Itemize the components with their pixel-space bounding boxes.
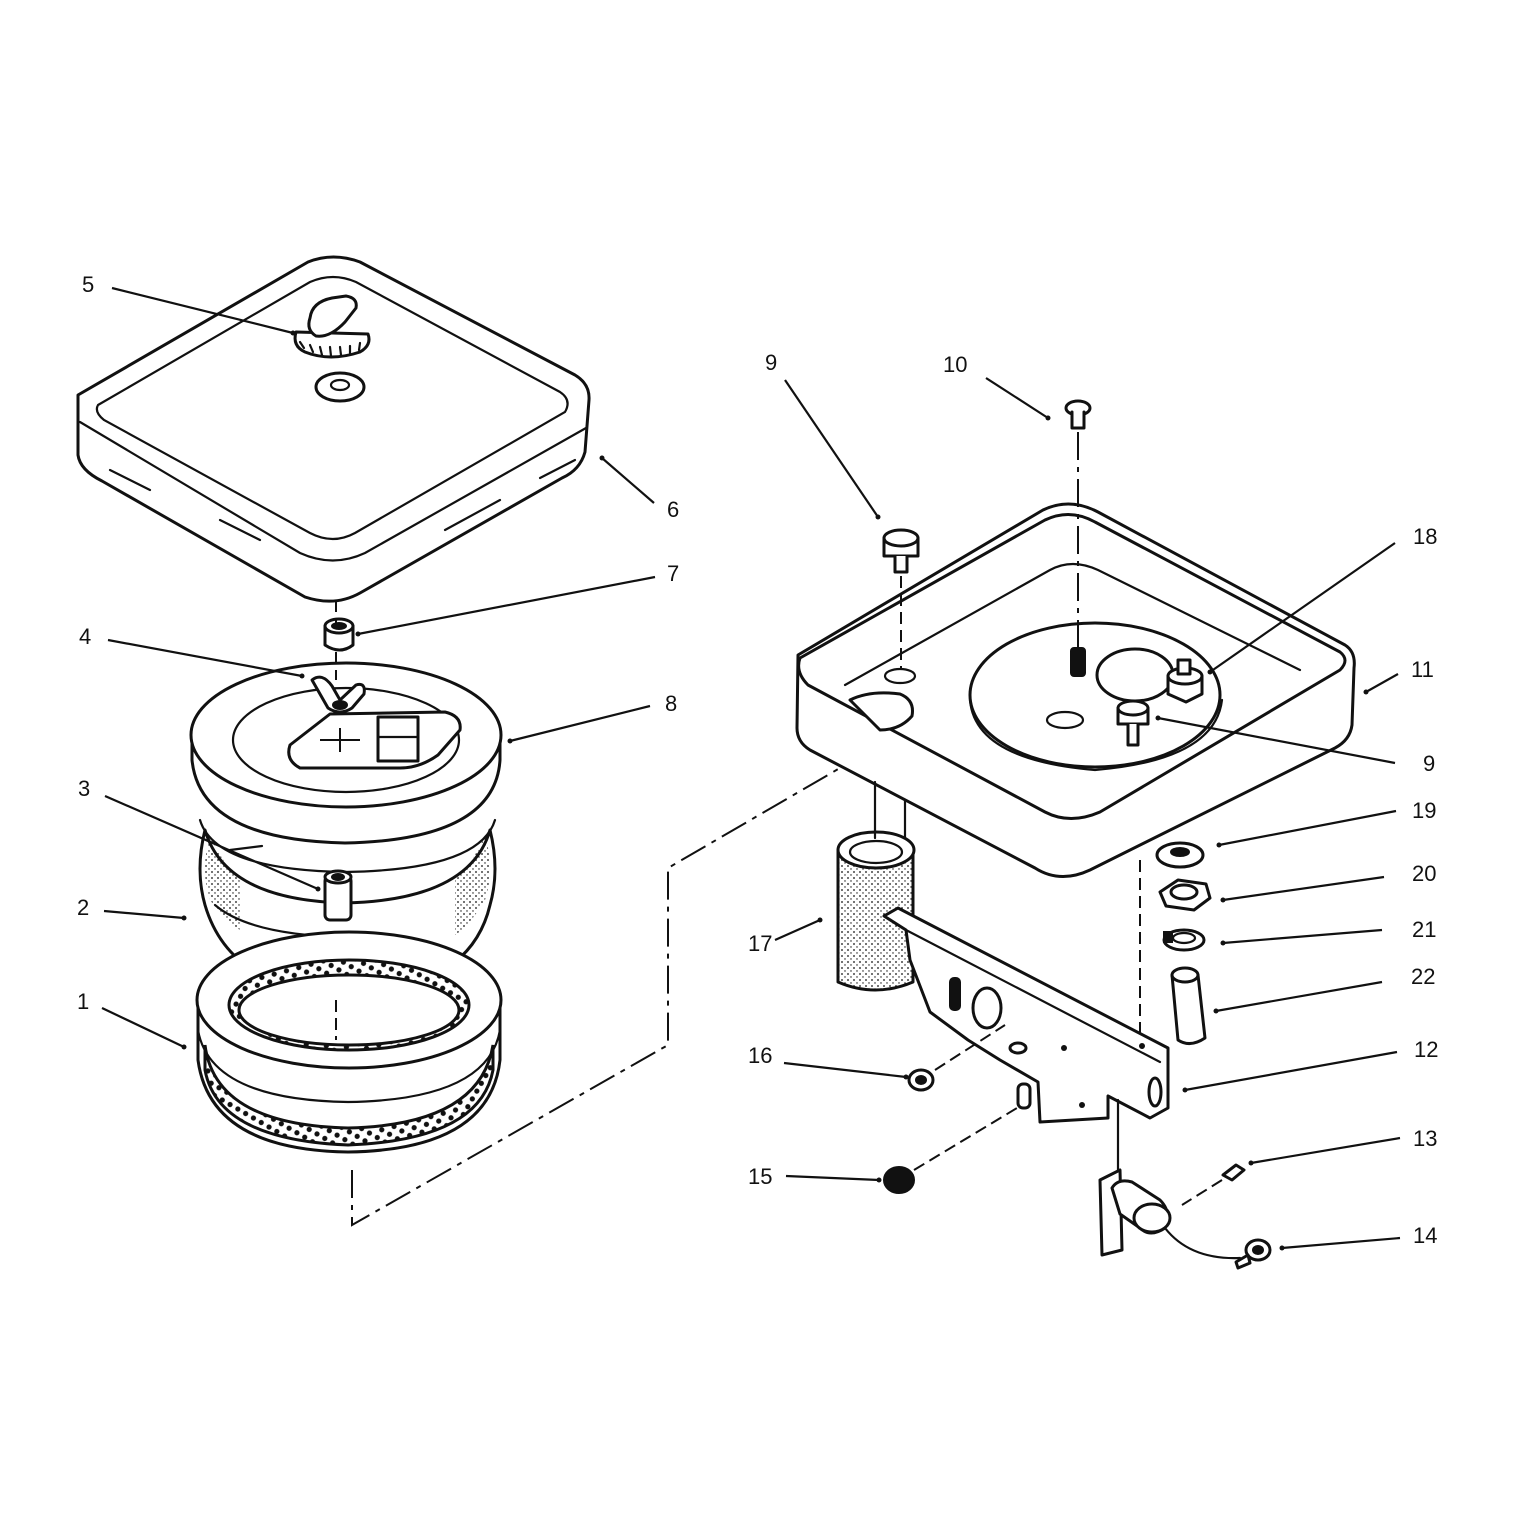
tube-guide-lines	[873, 780, 907, 840]
callout-20: 20	[1412, 861, 1436, 886]
callout-9-upper: 9	[765, 350, 777, 375]
indicator-fitting	[1098, 1098, 1242, 1260]
base-stud	[1070, 647, 1086, 677]
hex-nut-18	[1166, 658, 1204, 704]
wing-knob	[293, 294, 371, 359]
hose-22	[1170, 966, 1207, 1045]
precleaner-element	[189, 661, 503, 845]
callout-6: 6	[667, 497, 679, 522]
wing-nut	[310, 675, 366, 714]
air-cleaner-base	[795, 502, 1356, 878]
callout-8: 8	[665, 691, 677, 716]
bolt-9-lower	[1116, 699, 1150, 747]
callout-19: 19	[1412, 798, 1436, 823]
callout-17: 17	[748, 931, 772, 956]
screw-13-line	[1181, 1179, 1223, 1206]
callout-5: 5	[82, 272, 94, 297]
callout-14: 14	[1413, 1223, 1437, 1248]
nut-16	[907, 1068, 935, 1092]
callout-7: 7	[667, 561, 679, 586]
hose-clamp-21	[1162, 928, 1206, 952]
callout-1: 1	[77, 989, 89, 1014]
callout-2: 2	[77, 895, 89, 920]
callout-21: 21	[1412, 917, 1436, 942]
callout-22: 22	[1411, 964, 1435, 989]
washer-19	[1155, 841, 1205, 869]
callout-13: 13	[1413, 1126, 1437, 1151]
callout-12: 12	[1414, 1037, 1438, 1062]
leader-lines	[101, 286, 1401, 1251]
filter-element-inner	[195, 930, 503, 1154]
screw-10	[1064, 399, 1092, 430]
nut-15-line	[913, 1104, 1023, 1171]
callout-15: 15	[748, 1164, 772, 1189]
spacer-sleeve	[323, 617, 355, 652]
callout-18: 18	[1413, 524, 1437, 549]
callout-11: 11	[1411, 657, 1434, 682]
callout-4: 4	[79, 624, 91, 649]
callout-3: 3	[78, 776, 90, 801]
cover-washer	[314, 371, 366, 403]
air-cleaner-cover	[76, 255, 591, 603]
nut-16-line	[934, 1024, 1006, 1071]
callout-labels: 5 6 7 4 8 3 2 1 9 10 18 11 9 19 20 21 22…	[77, 272, 1438, 1248]
callout-10: 10	[943, 352, 967, 377]
mounting-bracket	[882, 906, 1170, 1124]
nut-15	[883, 1166, 915, 1194]
element-sleeve	[323, 869, 353, 922]
callout-16: 16	[748, 1043, 772, 1068]
screw-13	[1221, 1163, 1246, 1182]
hex-nut-20	[1158, 878, 1212, 912]
bolt-9-upper	[882, 528, 920, 574]
callout-9-lower: 9	[1423, 751, 1435, 776]
ring-terminal-14	[1234, 1238, 1272, 1270]
assembly-line-left	[351, 639, 1061, 1227]
